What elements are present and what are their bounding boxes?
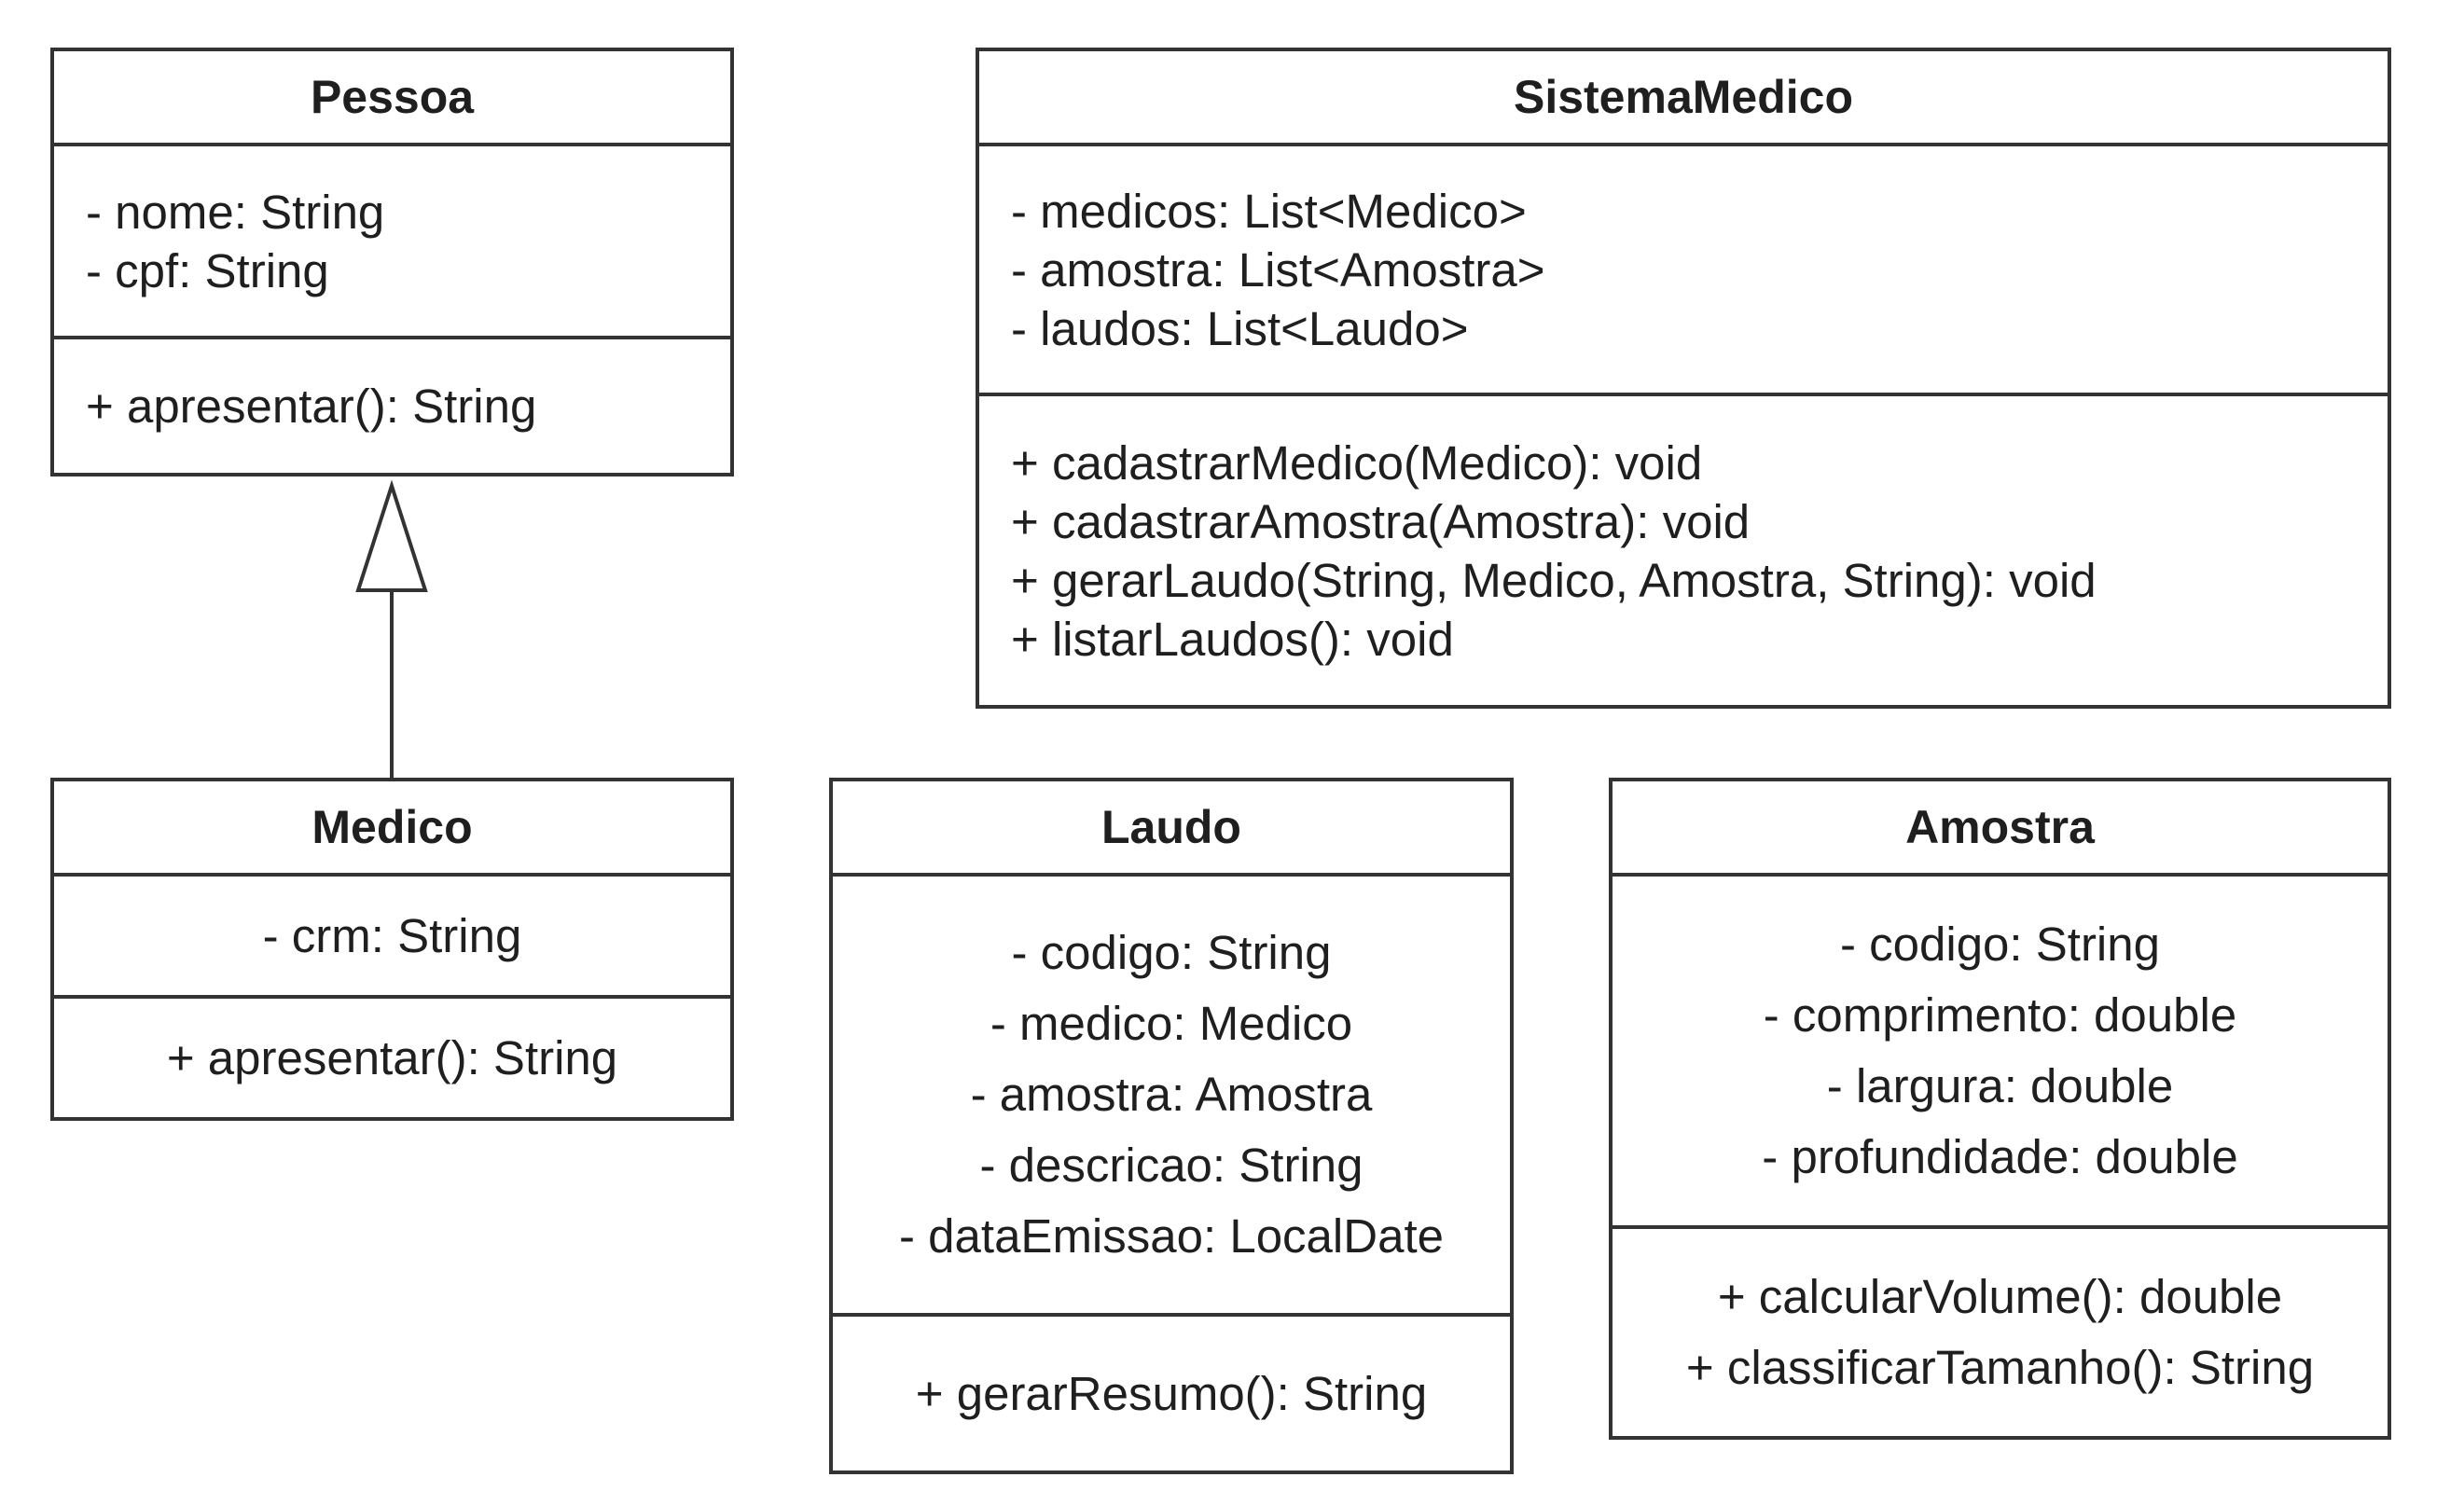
class-name: Laudo bbox=[833, 781, 1510, 877]
class-sistema-medico[interactable]: SistemaMedico - medicos: List<Medico> - … bbox=[976, 48, 2391, 709]
attribute: - codigo: String bbox=[1839, 918, 2160, 971]
attributes-compartment: - crm: String bbox=[54, 877, 730, 999]
attribute: - amostra: List<Amostra> bbox=[1011, 242, 1545, 297]
class-medico[interactable]: Medico - crm: String + apresentar(): Str… bbox=[50, 778, 734, 1121]
operations-compartment: + cadastrarMedico(Medico): void + cadast… bbox=[979, 396, 2388, 705]
attribute: - laudos: List<Laudo> bbox=[1011, 301, 1469, 355]
attribute: - profundidade: double bbox=[1762, 1130, 2238, 1183]
operation: + cadastrarAmostra(Amostra): void bbox=[1011, 494, 1751, 548]
operations-compartment: + apresentar(): String bbox=[54, 999, 730, 1117]
operation: + apresentar(): String bbox=[166, 1031, 618, 1084]
operation: + classificarTamanho(): String bbox=[1685, 1341, 2315, 1394]
operation: + calcularVolume(): double bbox=[1717, 1270, 2283, 1323]
class-laudo[interactable]: Laudo - codigo: String - medico: Medico … bbox=[829, 778, 1514, 1474]
attribute: - comprimento: double bbox=[1763, 988, 2237, 1042]
generalization-arrowhead-icon bbox=[355, 479, 428, 592]
operations-compartment: + gerarResumo(): String bbox=[833, 1317, 1510, 1470]
attribute: - medicos: List<Medico> bbox=[1011, 184, 1527, 238]
attributes-compartment: - codigo: String - comprimento: double -… bbox=[1613, 877, 2388, 1229]
attribute: - dataEmissao: LocalDate bbox=[899, 1209, 1444, 1263]
attribute: - cpf: String bbox=[86, 243, 329, 297]
attribute: - crm: String bbox=[262, 909, 522, 962]
operation: + cadastrarMedico(Medico): void bbox=[1011, 435, 1703, 490]
operation: + listarLaudos(): void bbox=[1011, 612, 1454, 666]
class-amostra[interactable]: Amostra - codigo: String - comprimento: … bbox=[1609, 778, 2391, 1440]
attributes-compartment: - medicos: List<Medico> - amostra: List<… bbox=[979, 146, 2388, 396]
operation: + gerarResumo(): String bbox=[915, 1367, 1428, 1420]
operations-compartment: + apresentar(): String bbox=[54, 339, 730, 473]
class-name: Amostra bbox=[1613, 781, 2388, 877]
class-name: Medico bbox=[54, 781, 730, 877]
operation: + gerarLaudo(String, Medico, Amostra, St… bbox=[1011, 553, 2097, 607]
operation: + apresentar(): String bbox=[86, 380, 537, 433]
class-name: SistemaMedico bbox=[979, 51, 2388, 146]
attributes-compartment: - nome: String - cpf: String bbox=[54, 146, 730, 339]
attribute: - largura: double bbox=[1826, 1059, 2174, 1112]
attribute: - codigo: String bbox=[1011, 926, 1332, 979]
attribute: - medico: Medico bbox=[990, 997, 1353, 1050]
class-pessoa[interactable]: Pessoa - nome: String - cpf: String + ap… bbox=[50, 48, 734, 476]
attribute: - nome: String bbox=[86, 185, 385, 239]
operations-compartment: + calcularVolume(): double + classificar… bbox=[1613, 1229, 2388, 1436]
class-name: Pessoa bbox=[54, 51, 730, 146]
attribute: - descricao: String bbox=[979, 1139, 1364, 1192]
attribute: - amostra: Amostra bbox=[970, 1068, 1373, 1121]
attributes-compartment: - codigo: String - medico: Medico - amos… bbox=[833, 877, 1510, 1317]
